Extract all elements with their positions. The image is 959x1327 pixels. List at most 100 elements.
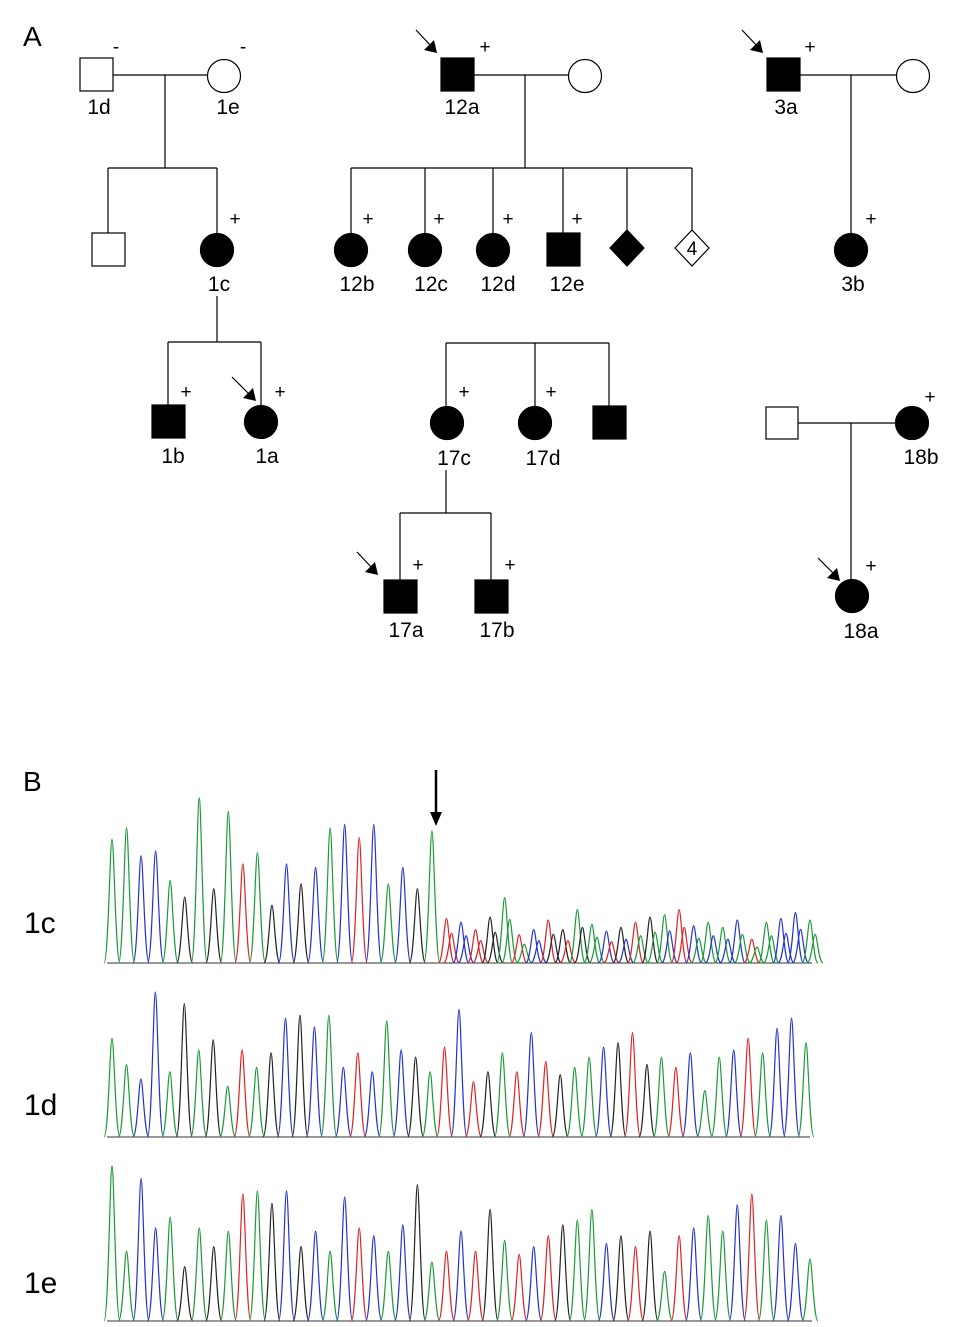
- base-peak: [103, 1165, 121, 1322]
- status-sign: -: [113, 37, 119, 58]
- base-peak: [336, 823, 354, 964]
- individual-17a: + 17a: [356, 551, 424, 642]
- base-peak: [336, 1196, 354, 1322]
- female-affected-symbol: [834, 578, 870, 614]
- base-peak: [219, 1085, 237, 1138]
- base-peak: [436, 1046, 454, 1138]
- family-12-lines: [350, 74, 693, 233]
- male-unaffected-symbol: [765, 406, 799, 440]
- base-peak: [320, 1014, 338, 1138]
- individual-label: 17b: [479, 619, 514, 642]
- base-peak: [772, 1214, 790, 1322]
- chromatogram-peaks: [103, 797, 824, 964]
- base-peak: [306, 866, 325, 964]
- base-peak: [501, 918, 519, 964]
- female-affected-symbol: [333, 232, 369, 268]
- base-peak: [623, 1031, 642, 1138]
- pedigree-chart: - 1d - 1e + 1c + 1b + 1a: [79, 29, 939, 643]
- base-peak: [321, 1250, 339, 1322]
- individual-12b: + 12b: [333, 209, 375, 296]
- proband-arrow-icon: [356, 551, 378, 575]
- panel-b-label: B: [23, 766, 42, 797]
- base-peak: [479, 1071, 497, 1138]
- base-peak: [262, 1052, 280, 1138]
- variant-arrow-icon: [430, 770, 442, 826]
- base-peak: [566, 1066, 584, 1138]
- chromatogram-peaks: [103, 1165, 819, 1322]
- proband-arrow-icon: [741, 29, 763, 53]
- base-peak: [161, 1216, 179, 1322]
- trace-label: 1e: [24, 1267, 57, 1300]
- base-peak: [714, 1230, 732, 1322]
- base-peak: [646, 931, 664, 964]
- male-affected-symbol: [383, 579, 418, 614]
- status-sign: +: [865, 209, 876, 230]
- base-peak: [407, 1056, 425, 1138]
- individual-12c: + 12c: [407, 209, 448, 296]
- base-peak: [263, 1202, 281, 1322]
- base-peak: [147, 850, 165, 964]
- base-peak: [757, 921, 775, 964]
- base-peak: [783, 1017, 801, 1138]
- individual-label: 12d: [480, 273, 515, 296]
- base-peak: [522, 1031, 540, 1138]
- male-affected-symbol: [440, 57, 475, 92]
- status-sign: +: [545, 382, 556, 403]
- base-peak: [365, 1235, 383, 1322]
- chromatogram-1e: 1e: [24, 1165, 819, 1322]
- female-affected-symbol: [894, 405, 930, 441]
- base-peak: [739, 1037, 757, 1138]
- family-17-lines: [399, 342, 610, 580]
- base-peak: [508, 1071, 526, 1138]
- individual-label: 12e: [549, 273, 584, 296]
- individual-18b: + 18b: [894, 387, 939, 469]
- male-affected-symbol: [592, 405, 627, 440]
- base-peak: [743, 1193, 761, 1322]
- individual-3-spouse: [895, 58, 931, 94]
- individual-label: 1d: [87, 96, 110, 119]
- individual-label: 3b: [841, 273, 864, 296]
- base-peak: [588, 936, 606, 964]
- individual-12d: + 12d: [475, 209, 516, 296]
- base-peak: [583, 923, 601, 964]
- base-peak: [263, 904, 281, 964]
- base-peak: [392, 1049, 410, 1138]
- status-sign: +: [274, 382, 285, 403]
- base-peak: [690, 937, 708, 964]
- base-peak: [117, 1250, 136, 1322]
- base-peak: [277, 863, 296, 964]
- base-peak: [394, 866, 412, 964]
- base-peak: [597, 1242, 616, 1322]
- base-peak: [612, 1235, 630, 1322]
- base-peak: [423, 830, 441, 964]
- base-peak: [234, 1193, 252, 1322]
- base-peak: [421, 1071, 439, 1138]
- status-sign: +: [412, 555, 423, 576]
- base-peak: [132, 1078, 150, 1138]
- base-peak: [641, 916, 659, 964]
- base-peak: [733, 933, 751, 964]
- base-peak: [609, 1042, 627, 1138]
- trace-label: 1d: [24, 1089, 57, 1122]
- base-peak: [423, 1261, 441, 1322]
- chromatogram-peaks: [103, 991, 815, 1138]
- base-peak: [510, 934, 528, 964]
- base-peak: [379, 883, 397, 964]
- male-unaffected-symbol: [91, 232, 126, 267]
- base-peak: [797, 1042, 815, 1138]
- base-peak: [452, 921, 470, 964]
- base-peak: [641, 1230, 659, 1322]
- base-peak: [597, 930, 616, 964]
- base-peak: [248, 851, 267, 964]
- individual-label: 3a: [774, 96, 798, 119]
- base-peak: [757, 1219, 775, 1322]
- base-peak: [583, 1208, 601, 1322]
- base-peak: [464, 1081, 482, 1138]
- base-peak: [291, 1014, 309, 1138]
- base-peak: [655, 1270, 674, 1322]
- individual-1c: + 1c: [199, 209, 241, 296]
- base-peak: [626, 921, 645, 964]
- female-affected-symbol: [243, 404, 279, 440]
- base-peak: [525, 1245, 543, 1322]
